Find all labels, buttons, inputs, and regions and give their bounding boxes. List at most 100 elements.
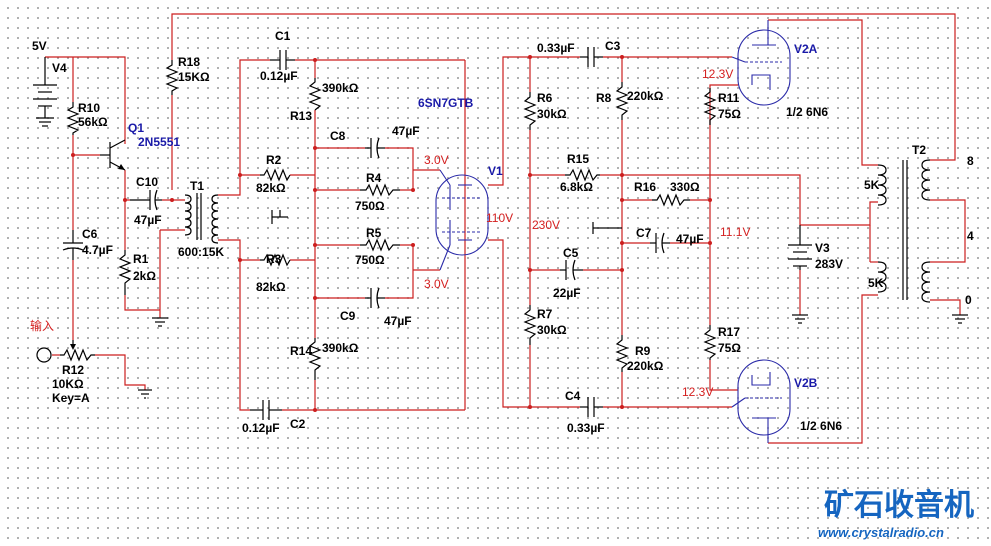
tap-5k-top: 5K (864, 178, 880, 192)
labels: 5V V4 R10 56kΩ Q1 2N5551 R18 15KΩ C10 47… (30, 29, 974, 435)
resistor-symbols (66, 60, 717, 380)
battery-v4 (33, 57, 57, 127)
resistor-r8 (615, 82, 629, 120)
voltage-12-3v-top: 12.3V (702, 67, 733, 81)
label-c3: C3 (605, 39, 621, 53)
value-c9: 47µF (384, 314, 412, 328)
value-r8: 220kΩ (627, 89, 664, 103)
label-r16: R16 (634, 180, 656, 194)
value-r16: 330Ω (670, 180, 700, 194)
value-c2: 0.12µF (242, 421, 280, 435)
label-r11: R11 (718, 91, 740, 105)
capacitor-c6 (62, 230, 84, 260)
resistor-r3 (260, 253, 291, 267)
resistor-r9 (615, 335, 629, 372)
label-r13: R13 (290, 109, 312, 123)
watermark: 矿石收音机 www.crystalradio.cn (818, 488, 974, 540)
label-c9: C9 (340, 309, 356, 323)
capacitor-c8 (365, 137, 385, 159)
capacitor-c9 (365, 287, 385, 309)
label-r7: R7 (537, 307, 553, 321)
label-r10: R10 (78, 101, 100, 115)
battery-v3 (788, 225, 812, 270)
label-r2: R2 (266, 153, 282, 167)
voltage-11-1v: 11.1V (720, 225, 750, 239)
label-r17: R17 (718, 325, 740, 339)
value-r11: 75Ω (718, 107, 741, 121)
label-r3: R3 (266, 252, 282, 266)
value-r1: 2kΩ (133, 269, 156, 283)
watermark-url: www.crystalradio.cn (818, 525, 944, 540)
part-v2a: 1/2 6N6 (786, 105, 828, 119)
capacitor-c3 (580, 47, 603, 67)
label-6sn7gtb: 6SN7GTB (418, 96, 474, 110)
transformer-t1 (184, 193, 219, 244)
key-r12: Key=A (52, 391, 90, 405)
ground-icon (152, 317, 168, 327)
label-v2a: V2A (794, 42, 818, 56)
capacitor-c10 (130, 189, 162, 211)
value-v3: 283V (815, 257, 843, 271)
resistor-r10 (66, 102, 80, 135)
label-r4: R4 (366, 171, 382, 185)
capacitor-c7 (650, 232, 670, 254)
capacitor-c1 (270, 50, 295, 70)
resistor-r2 (260, 168, 291, 182)
input-connector (36, 347, 52, 363)
tap-4: 4 (967, 229, 974, 243)
resistor-r7 (523, 305, 537, 345)
ground-icon (138, 389, 152, 399)
label-c6: C6 (82, 227, 98, 241)
voltage-110v: 110V (486, 211, 513, 225)
ground-icon (271, 210, 288, 224)
value-c6: 4.7µF (82, 243, 113, 257)
value-c1: 0.12µF (260, 69, 298, 83)
label-r14: R14 (290, 344, 312, 358)
resistor-r6 (523, 92, 537, 130)
resistor-r13 (308, 78, 322, 111)
value-c8: 47µF (392, 124, 420, 138)
label-c8: C8 (330, 129, 346, 143)
resistor-r5 (360, 238, 400, 252)
voltage-12-3v-bottom: 12.3V (682, 385, 713, 399)
ground-icon (792, 314, 808, 324)
transformer-t2 (877, 159, 931, 303)
value-c3: 0.33µF (537, 41, 575, 55)
wires (45, 13, 966, 444)
tap-0: 0 (965, 293, 972, 307)
capacitor-c2 (250, 400, 282, 420)
resistor-r18 (165, 60, 179, 95)
value-c4: 0.33µF (567, 421, 605, 435)
label-r18: R18 (178, 55, 200, 69)
value-r14: 390kΩ (322, 341, 359, 355)
value-r4: 750Ω (355, 199, 385, 213)
label-c1: C1 (275, 29, 291, 43)
transistor-q1 (100, 139, 126, 171)
label-c4: C4 (565, 389, 581, 403)
watermark-title: 矿石收音机 (824, 488, 974, 523)
value-r12: 10KΩ (52, 377, 84, 391)
label-r12: R12 (62, 363, 84, 377)
label-v3: V3 (815, 241, 830, 255)
value-r10: 56kΩ (78, 115, 108, 129)
value-r7: 30kΩ (537, 323, 567, 337)
label-r9: R9 (635, 344, 651, 358)
tap-8: 8 (967, 154, 974, 168)
capacitor-c5 (560, 259, 583, 281)
junction-dots (71, 55, 712, 412)
resistor-r4 (360, 183, 400, 197)
value-r5: 750Ω (355, 253, 385, 267)
label-v4: V4 (52, 61, 67, 75)
label-v2b: V2B (794, 376, 818, 390)
resistor-r14 (308, 338, 322, 380)
label-r1: R1 (133, 252, 149, 266)
tap-5k-bottom: 5K (868, 276, 884, 290)
resistor-r15 (565, 168, 600, 182)
value-r17: 75Ω (718, 341, 741, 355)
label-v1: V1 (488, 164, 503, 178)
label-r5: R5 (366, 226, 382, 240)
value-r18: 15KΩ (178, 70, 210, 84)
value-r3: 82kΩ (256, 280, 286, 294)
tube-v2a (731, 20, 791, 106)
